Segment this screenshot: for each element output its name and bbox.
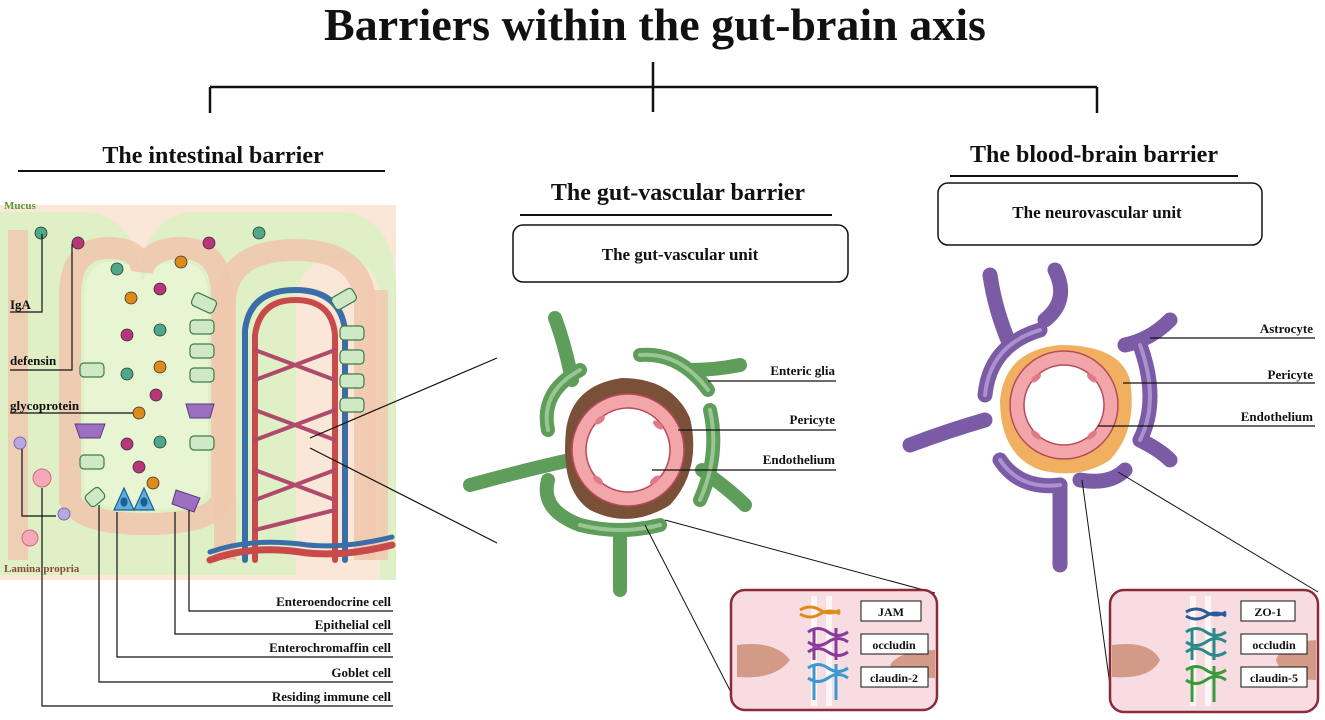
enterochromaffin-label: Enterochromaffin cell: [269, 640, 391, 655]
pericyte-brain-label: Pericyte: [1268, 367, 1314, 382]
glycoprotein-label: glycoprotein: [10, 398, 80, 413]
gut-vascular-barrier-title: The gut-vascular barrier: [551, 180, 806, 206]
pericyte-gut-label: Pericyte: [790, 412, 836, 427]
goblet-label: Goblet cell: [331, 665, 391, 680]
enterochromaffin-cells: [113, 486, 155, 511]
brain-junction-panel: ZO-1 occludin claudin-5: [1108, 588, 1320, 714]
enteroendocrine-label: Enteroendocrine cell: [276, 594, 391, 609]
astrocyte-label: Astrocyte: [1260, 321, 1313, 336]
main-title: Barriers within the gut-brain axis: [324, 0, 986, 50]
intestinal-bottom-callouts: [21, 449, 393, 707]
occludin-brain-label: occludin: [1252, 638, 1296, 652]
zoom-lines-intestinal: [309, 357, 498, 544]
intestinal-illustration: Mucus Lamina propria: [0, 200, 396, 580]
neurovascular-callouts: [1098, 337, 1315, 427]
iga-molecule: [34, 226, 48, 240]
intestinal-bottom-labels: Enteroendocrine cell Epithelial cell Ent…: [269, 594, 391, 704]
lumen-gut: [585, 407, 671, 493]
title-bracket: [208, 62, 1099, 113]
occludin-gut-label: occludin: [872, 638, 916, 652]
zo-1-label: ZO-1: [1254, 605, 1281, 619]
intestinal-barrier-title: The intestinal barrier: [102, 143, 324, 169]
crypt-epithelium: [59, 236, 233, 536]
zoom-lines-brain-junction: [1081, 471, 1319, 701]
immune-cell-label: Residing immune cell: [272, 689, 392, 704]
crypt-lumen: [84, 262, 208, 510]
blood-brain-barrier-title: The blood-brain barrier: [970, 142, 1218, 168]
villus-capillary-network: [206, 286, 396, 564]
zoom-lines-gut-junction: [644, 519, 936, 701]
enteric-glia-label: Enteric glia: [770, 363, 835, 378]
gut-vascular-unit-label: The gut-vascular unit: [602, 245, 759, 264]
zo-1-protein: [1185, 607, 1227, 621]
defensin-molecule: [71, 236, 85, 250]
goblet-cells: [79, 287, 365, 508]
villus-epithelium: [214, 238, 376, 560]
claudin-2-label: claudin-2: [870, 671, 918, 685]
lumen-brain: [1023, 364, 1105, 446]
claudin-5-protein: [1185, 665, 1227, 702]
gut-vascular-unit-box: The gut-vascular unit: [512, 224, 849, 283]
endothelial-nuclei-gut: [593, 415, 663, 485]
gut-vascular-unit: [463, 311, 752, 597]
jam-protein: [799, 605, 841, 619]
jam-label: JAM: [878, 605, 904, 619]
gut-vascular-callouts: [652, 380, 836, 471]
intestinal-left-callouts: IgA defensin glycoprotein: [10, 234, 133, 414]
neurovascular-unit-box: The neurovascular unit: [937, 182, 1263, 246]
claudin-5-label: claudin-5: [1250, 671, 1298, 685]
glycoprotein-molecule: [132, 406, 146, 420]
occludin-brain-protein: [1185, 627, 1227, 660]
defensin-label: defensin: [10, 353, 57, 368]
neurovascular-unit-label: The neurovascular unit: [1012, 203, 1182, 222]
gut-junction-panel: JAM occludin claudin-2: [729, 588, 939, 712]
enteroendocrine-cells: [74, 403, 215, 513]
endothelial-nuclei-brain: [1031, 373, 1097, 440]
iga-label: IgA: [10, 297, 32, 312]
epithelial-label: Epithelial cell: [315, 617, 392, 632]
endothelium-brain-label: Endothelium: [1241, 409, 1313, 424]
mucus-molecules: [34, 226, 266, 490]
outer-epithelium: [8, 230, 388, 560]
occludin-protein: [807, 627, 849, 660]
neurovascular-unit: [902, 262, 1178, 573]
endothelium-gut-label: Endothelium: [763, 452, 835, 467]
claudin-2-protein: [807, 663, 849, 700]
mucus-label: Mucus: [4, 200, 37, 212]
residing-immune-cells: [13, 436, 71, 547]
